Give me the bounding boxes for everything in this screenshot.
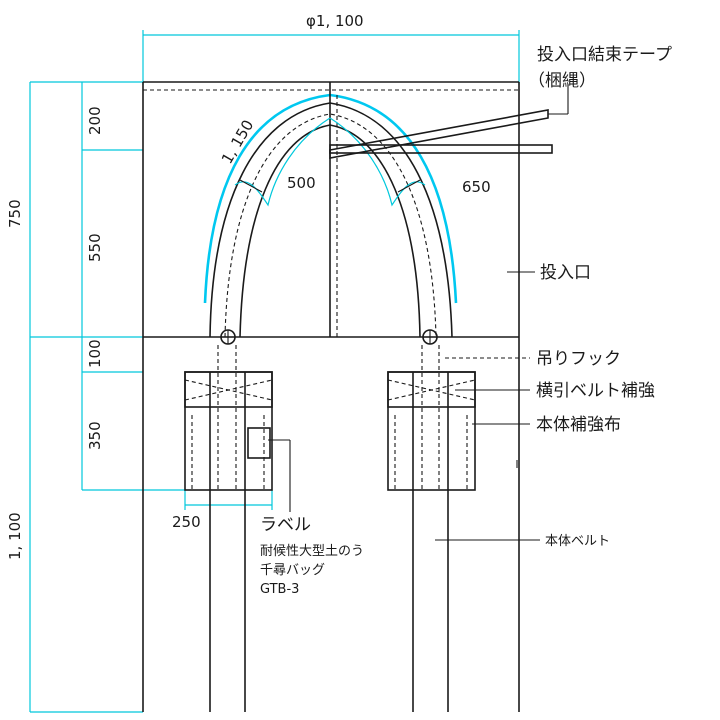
- label-title: ラベル: [260, 515, 311, 535]
- tie-tape: [329, 84, 569, 159]
- body-belt-label: 本体ベルト: [545, 534, 610, 549]
- label-line-2: 千尋バッグ: [260, 563, 325, 578]
- dim-350: 350: [86, 421, 104, 450]
- bag-body: [142, 81, 520, 712]
- dim-500: 500: [287, 174, 316, 192]
- dim-200: 200: [86, 106, 104, 135]
- leader-lines: [268, 271, 540, 541]
- dim-arc-length: 1, 150: [218, 117, 257, 167]
- dim-750: 750: [6, 199, 24, 228]
- tie-tape-label: 投入口結束テープ: [537, 45, 672, 65]
- inlet-label: 投入口: [540, 263, 591, 283]
- tie-tape-sublabel: （梱縄）: [528, 71, 596, 91]
- dim-diameter: φ1, 100: [306, 12, 364, 30]
- dim-250: 250: [172, 513, 201, 531]
- body-reinforcement-label: 本体補強布: [536, 415, 621, 435]
- dim-1100: 1, 100: [6, 512, 24, 560]
- side-belt-label: 横引ベルト補強: [536, 381, 655, 401]
- inlet-arch: [209, 102, 453, 338]
- dim-550: 550: [86, 233, 104, 262]
- label-line-3: GTB-3: [260, 582, 299, 597]
- label-line-1: 耐候性大型土のう: [260, 544, 364, 559]
- left-strap: [184, 329, 273, 712]
- hook-label: 吊りフック: [536, 349, 621, 369]
- dim-100: 100: [86, 339, 104, 368]
- right-strap: [387, 329, 476, 712]
- dim-650: 650: [462, 178, 491, 196]
